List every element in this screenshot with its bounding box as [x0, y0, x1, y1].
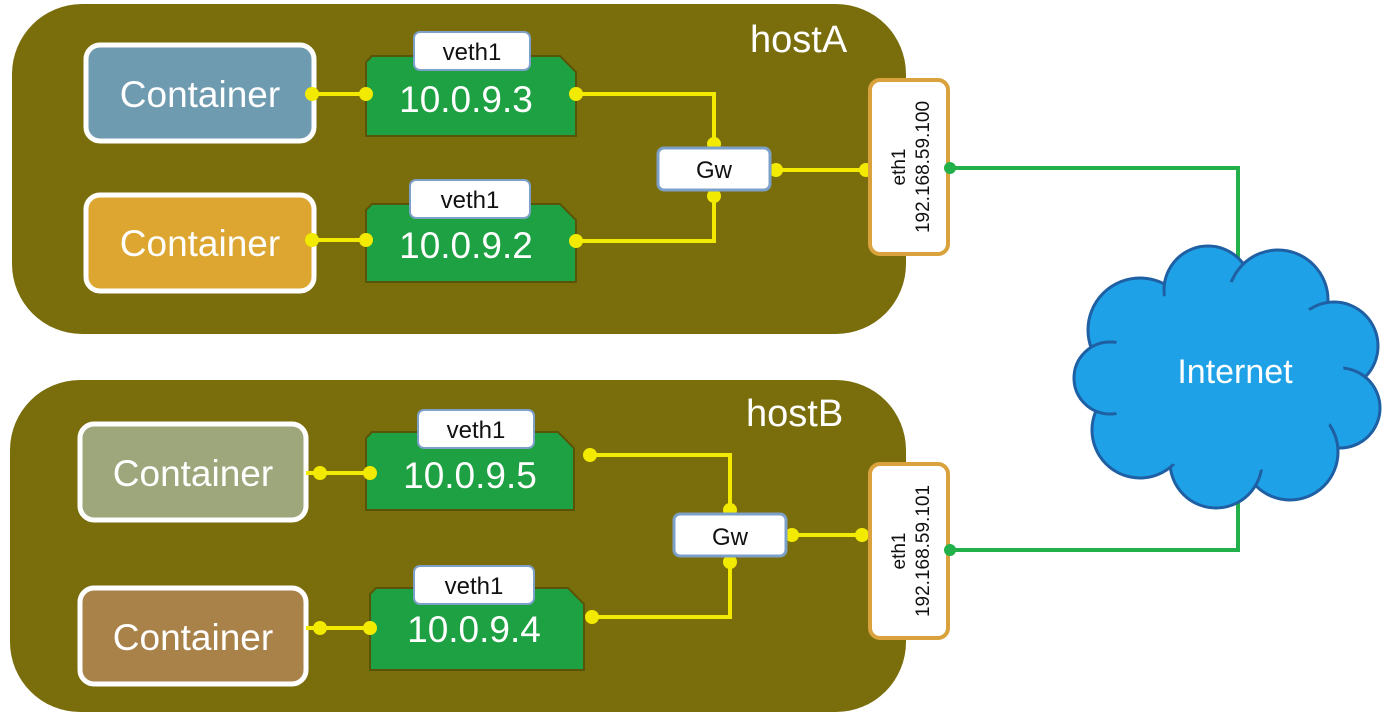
host-a-label: hostA [750, 19, 848, 61]
veth-a1-tag: veth1 [443, 39, 502, 66]
veth-a2-ip: 10.0.9.2 [399, 225, 533, 266]
gateway-b-label: Gw [712, 524, 749, 551]
container-a2[interactable]: Container [83, 192, 317, 294]
veth-a1-tag-box [413, 31, 531, 71]
veth-a1-ip: 10.0.9.3 [399, 79, 533, 120]
eth-b-name: eth1 [889, 533, 910, 570]
links-host-a [312, 92, 868, 243]
container-a1[interactable]: Container [83, 42, 317, 144]
veth-b1[interactable]: veth1 10.0.9.5 [365, 409, 575, 511]
gateway-a-label: Gw [696, 157, 733, 184]
host-b-label: hostB [746, 393, 843, 435]
container-b1[interactable]: Container [77, 421, 309, 523]
veth-a2-tag: veth1 [441, 187, 500, 214]
internet-label: Internet [1177, 353, 1293, 391]
container-a1-label: Container [120, 74, 280, 115]
gateway-b[interactable]: Gw [672, 512, 788, 558]
veth-b2-tag: veth1 [445, 573, 504, 600]
eth-a[interactable]: eth1 192.168.59.100 [868, 78, 950, 256]
container-b2-label: Container [113, 617, 273, 658]
veth-a2[interactable]: veth1 10.0.9.2 [365, 179, 577, 283]
eth-a-name: eth1 [889, 149, 910, 186]
veth-b2-tag-box [413, 565, 535, 605]
eth-b[interactable]: eth1 192.168.59.101 [868, 462, 950, 640]
gateway-a[interactable]: Gw [656, 146, 772, 192]
veth-b2-ip: 10.0.9.4 [407, 609, 541, 650]
cloud-core [1108, 282, 1344, 474]
container-b1-label: Container [113, 453, 273, 494]
container-b2[interactable]: Container [77, 585, 309, 687]
host-b: hostB Container Container veth1 10.0.9.5… [10, 380, 950, 712]
internet-cloud[interactable]: Internet [1072, 244, 1382, 510]
eth-a-ip: 192.168.59.100 [913, 101, 934, 233]
container-a2-label: Container [120, 223, 280, 264]
veth-b1-tag: veth1 [447, 417, 506, 444]
veth-a2-tag-box [409, 179, 531, 219]
veth-b2[interactable]: veth1 10.0.9.4 [369, 565, 585, 671]
veth-b1-tag-box [417, 409, 535, 449]
external-link-dots [944, 162, 956, 556]
veth-a1[interactable]: veth1 10.0.9.3 [365, 31, 577, 137]
host-a: hostA Container Container veth1 10.0.9.3… [12, 4, 950, 334]
veth-b1-ip: 10.0.9.5 [403, 455, 537, 496]
eth-b-ip: 192.168.59.101 [913, 485, 934, 617]
